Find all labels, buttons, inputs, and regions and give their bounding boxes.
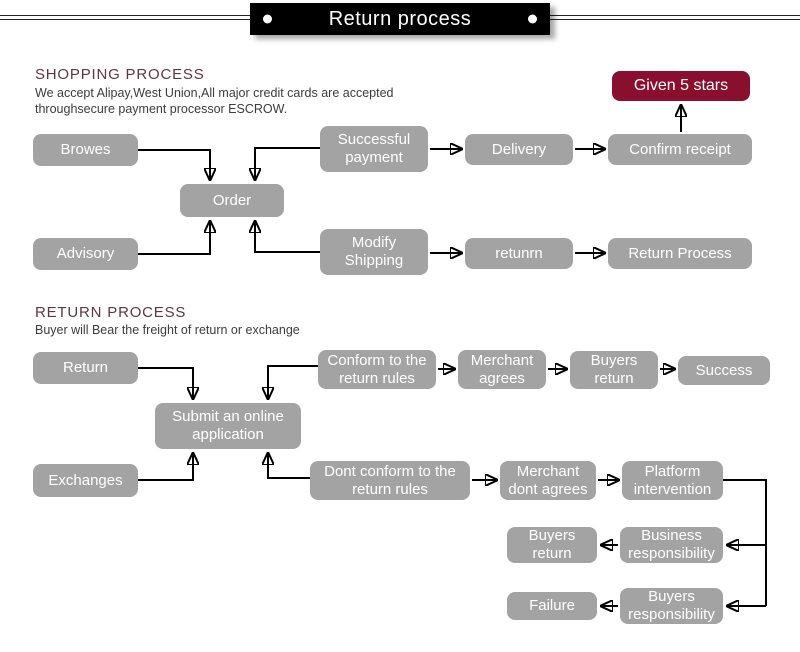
arrow-exchanges-to-submit: [138, 454, 193, 481]
shopping-process-heading: SHOPPING PROCESS: [35, 66, 205, 83]
node-advisory: Advisory: [33, 238, 138, 270]
arrow-payment-to-order: [255, 147, 320, 179]
node-retunrn: retunrn: [465, 238, 573, 269]
arrow-modify-to-order: [255, 222, 320, 253]
shopping-process-description-line1: We accept Alipay,West Union,All major cr…: [35, 86, 394, 100]
node-return-process: Return Process: [608, 238, 752, 269]
node-buyers-return-2: Buyers return: [507, 527, 597, 563]
decor-dot-left-icon: [263, 14, 272, 24]
node-confirm-receipt: Confirm receipt: [608, 134, 752, 165]
node-platform-intervention: Platform intervention: [622, 461, 723, 500]
arrow-conform-to-submit: [268, 365, 318, 398]
node-business-responsibility: Business responsibility: [620, 527, 723, 563]
node-delivery: Delivery: [465, 134, 573, 165]
header-rule-left: [0, 15, 250, 20]
node-successful-payment: Successful payment: [320, 126, 428, 172]
node-success: Success: [678, 356, 770, 385]
node-exchanges: Exchanges: [33, 464, 138, 497]
node-submit-application: Submit an online application: [155, 403, 301, 449]
node-merchant-dont-agrees: Merchant dont agrees: [500, 461, 596, 500]
node-failure: Failure: [507, 592, 597, 620]
header-rule-right: [550, 15, 800, 20]
node-browes: Browes: [33, 134, 138, 166]
node-return: Return: [33, 352, 138, 384]
return-process-description: Buyer will Bear the freight of return or…: [35, 323, 300, 337]
arrow-advisory-to-order: [138, 222, 210, 255]
return-process-heading: RETURN PROCESS: [35, 304, 187, 321]
page-title: Return process: [328, 7, 472, 30]
node-merchant-agrees: Merchant agrees: [458, 350, 546, 389]
connector-platform-down: [723, 479, 767, 606]
node-buyers-return: Buyers return: [570, 351, 658, 389]
node-dont-conform-rules: Dont conform to the return rules: [310, 461, 470, 500]
title-bar: Return process: [250, 3, 550, 35]
node-modify-shipping: Modify Shipping: [320, 229, 428, 275]
shopping-process-description-line2: throughsecure payment processor ESCROW.: [35, 102, 288, 116]
decor-dot-right-icon: [528, 14, 537, 24]
node-buyers-responsibility: Buyers responsibility: [620, 588, 723, 624]
node-conform-rules: Conform to the return rules: [318, 350, 436, 389]
arrow-browes-to-order: [138, 149, 210, 179]
arrow-dontconform-to-submit: [268, 454, 310, 479]
node-order: Order: [180, 184, 284, 217]
node-given-5-stars: Given 5 stars: [612, 71, 750, 101]
arrow-return-to-submit: [138, 367, 193, 398]
